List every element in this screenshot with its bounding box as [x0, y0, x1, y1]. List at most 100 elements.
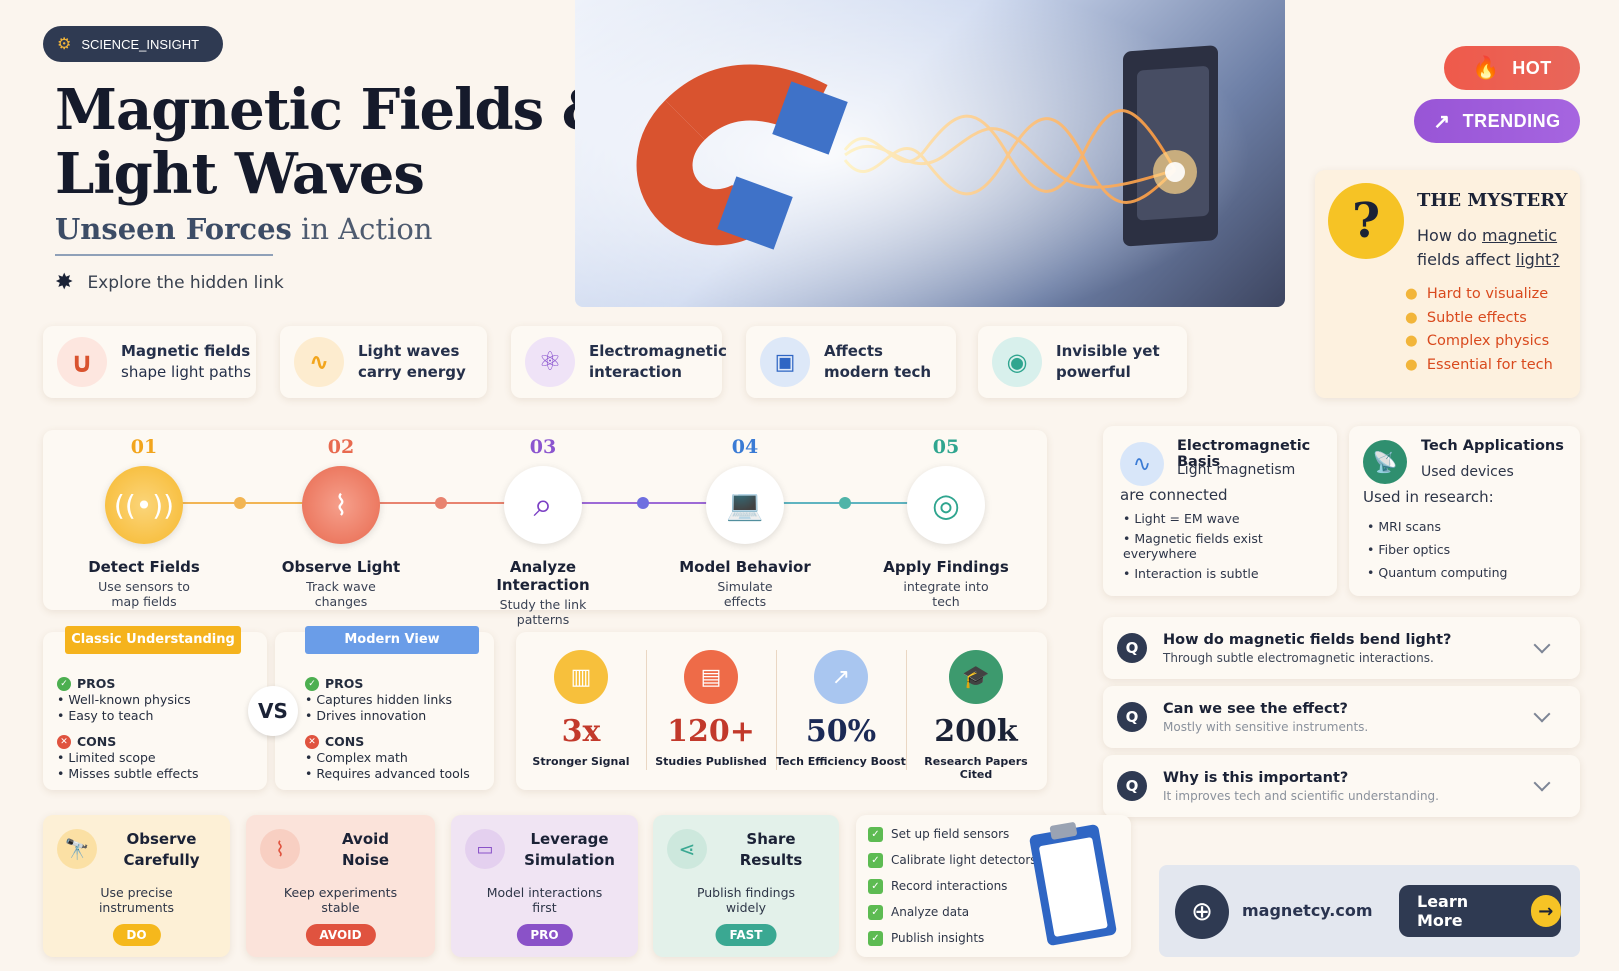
- pros-heading: ✓PROS: [57, 676, 267, 692]
- learn-more-button[interactable]: Learn More →: [1399, 885, 1561, 937]
- mystery-q-link2[interactable]: light?: [1515, 250, 1560, 269]
- eye-slash-icon: ◉: [992, 337, 1042, 387]
- tech-apps-title: Tech Applications: [1421, 438, 1564, 454]
- subtitle-underline: [55, 254, 273, 256]
- mystery-card: ? THE MYSTERY How do magnetic fields aff…: [1315, 170, 1580, 398]
- pros-item: • Drives innovation: [305, 708, 427, 723]
- atom-icon: ⚙: [57, 36, 72, 53]
- cons-item: • Requires advanced tools: [305, 766, 470, 781]
- mystery-points: ● Hard to visualize ● Subtle effects ● C…: [1405, 283, 1553, 377]
- stat-item: 🎓 200k Research Papers Cited: [911, 632, 1041, 781]
- trending-tag[interactable]: ↗ TRENDING: [1414, 99, 1580, 143]
- site-link[interactable]: magnetcy.com: [1242, 901, 1373, 920]
- subtitle-strong: Unseen Forces: [55, 212, 292, 246]
- trending-tag-label: TRENDING: [1462, 110, 1561, 131]
- cons-heading: ✕CONS: [57, 734, 267, 750]
- mystery-point: ● Hard to visualize: [1405, 286, 1549, 302]
- mystery-q-pre: How do: [1417, 226, 1483, 245]
- footer-bar: ⊕ magnetcy.com Learn More →: [1159, 865, 1580, 957]
- feature-line-1: Light waves: [358, 342, 460, 360]
- atom-icon: ⚛: [525, 337, 575, 387]
- tech-apps-list: MRI scans Fiber optics Quantum computing: [1367, 514, 1507, 580]
- step-name: Apply Findings: [883, 558, 1009, 576]
- checklist-item[interactable]: ✓Analyze data: [868, 899, 1131, 925]
- x-icon: ✕: [305, 735, 319, 749]
- globe-icon: ⊕: [1175, 885, 1229, 939]
- page-subtitle: Unseen Forces in Action: [55, 212, 432, 246]
- em-basis-title: Electromagnetic Basis: [1177, 438, 1311, 470]
- hot-tag[interactable]: 🔥 HOT: [1444, 46, 1580, 90]
- faq-item[interactable]: Q Why is this important?It improves tech…: [1103, 755, 1580, 817]
- signal-icon: ((•)): [105, 466, 183, 544]
- explore-label: Explore the hidden link: [87, 272, 284, 293]
- stat-item: ▥ 3x Stronger Signal: [516, 632, 646, 768]
- checkbox-checked-icon: ✓: [868, 930, 883, 946]
- checklist-item[interactable]: ✓Record interactions: [868, 873, 1131, 899]
- stat-label: Stronger Signal: [532, 755, 630, 768]
- stat-value: 3x: [561, 714, 601, 749]
- checkbox-checked-icon: ✓: [868, 904, 883, 920]
- chevron-down-icon[interactable]: [1533, 705, 1551, 723]
- learn-more-label: Learn More: [1417, 892, 1469, 930]
- chevron-down-icon[interactable]: [1533, 774, 1551, 792]
- em-basis-line-1: Light magnetism: [1177, 462, 1296, 478]
- tip-badge: DO: [112, 924, 161, 946]
- stat-label: Research Papers Cited: [924, 755, 1028, 781]
- step-number: 01: [130, 436, 158, 458]
- title-line-2: Light Waves: [55, 141, 425, 207]
- chevron-down-icon[interactable]: [1533, 636, 1551, 654]
- x-icon: ✕: [57, 735, 71, 749]
- feature-line-2: shape light paths: [121, 363, 251, 381]
- faq-answer: Through subtle electromagnetic interacti…: [1163, 650, 1434, 665]
- list-item: MRI scans: [1367, 519, 1507, 534]
- mystery-point: ● Subtle effects: [1405, 309, 1527, 326]
- tech-applications-card: 📡 Tech Applications Used devices Used in…: [1349, 426, 1580, 596]
- feature-line-1: Magnetic fields: [121, 342, 251, 360]
- step-number: 05: [932, 436, 960, 458]
- magnet-icon: ∪: [57, 337, 107, 387]
- checkbox-checked-icon: ✓: [868, 878, 883, 894]
- pros-item: • Captures hidden links: [305, 692, 453, 707]
- wave-icon: ∿: [294, 337, 344, 387]
- flame-icon: 🔥: [1472, 55, 1501, 80]
- faq-item[interactable]: Q How do magnetic fields bend light?Thro…: [1103, 617, 1580, 679]
- cons-item: • Misses subtle effects: [57, 766, 199, 781]
- stat-item: ▤ 120+ Studies Published: [646, 632, 776, 768]
- tip-badge: AVOID: [305, 924, 376, 946]
- category-badge[interactable]: ⚙ SCIENCE_INSIGHT: [43, 26, 223, 62]
- magnifier-icon: ⌕: [504, 466, 582, 544]
- stat-label: Tech Efficiency Boost: [776, 755, 906, 768]
- telescope-icon: 🔭: [57, 829, 97, 869]
- faq-item[interactable]: Q Can we see the effect?Mostly with sens…: [1103, 686, 1580, 748]
- monitor-icon: ▭: [465, 829, 505, 869]
- explore-link[interactable]: ✸ Explore the hidden link: [55, 270, 284, 295]
- checkbox-checked-icon: ✓: [868, 826, 883, 842]
- classic-tag: Classic Understanding: [65, 626, 241, 654]
- checklist-item[interactable]: ✓Calibrate light detectors: [868, 847, 1131, 873]
- checklist-item[interactable]: ✓Publish insights: [868, 925, 1131, 951]
- faq-question: Why is this important?: [1163, 769, 1349, 786]
- stat-value: 120+: [667, 714, 755, 749]
- faq-question: Can we see the effect?: [1163, 700, 1348, 717]
- target-icon: ◎: [907, 466, 985, 544]
- mystery-q-link1[interactable]: magnetic: [1482, 226, 1558, 245]
- checklist-item[interactable]: ✓Set up field sensors: [868, 821, 1131, 847]
